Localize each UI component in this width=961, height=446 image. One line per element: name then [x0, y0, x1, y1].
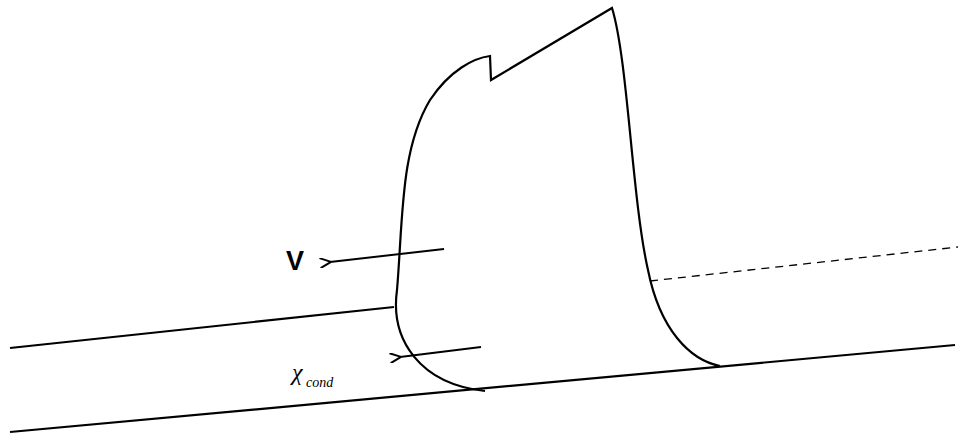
velocity-arrow [330, 249, 444, 262]
tube-axis-dashed [650, 247, 958, 281]
velocity-label: V [286, 248, 304, 275]
conduction-arrow [400, 347, 481, 357]
chi-symbol: χ [292, 360, 303, 384]
tube-lower-edge [10, 345, 955, 432]
front-profile [396, 8, 720, 391]
tube-upper-edge [10, 307, 394, 348]
subscript-label: cond [306, 376, 333, 390]
